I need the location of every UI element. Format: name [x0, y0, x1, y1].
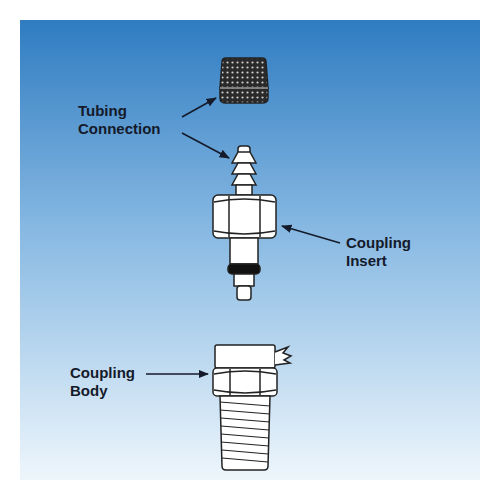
leader-line: [146, 373, 208, 375]
leader-line: [282, 226, 340, 243]
part-label: Coupling Insert: [346, 234, 436, 270]
leader-lines: [146, 98, 340, 374]
part-label: Coupling Body: [70, 364, 142, 400]
background-panel: [20, 20, 480, 480]
tubing-cap: [220, 58, 268, 103]
leader-line: [182, 133, 229, 158]
coupling-body-part: [213, 345, 291, 470]
part-label: Tubing Connection: [78, 102, 178, 138]
coupling-insert-part: [213, 146, 276, 300]
leader-line: [182, 98, 216, 117]
